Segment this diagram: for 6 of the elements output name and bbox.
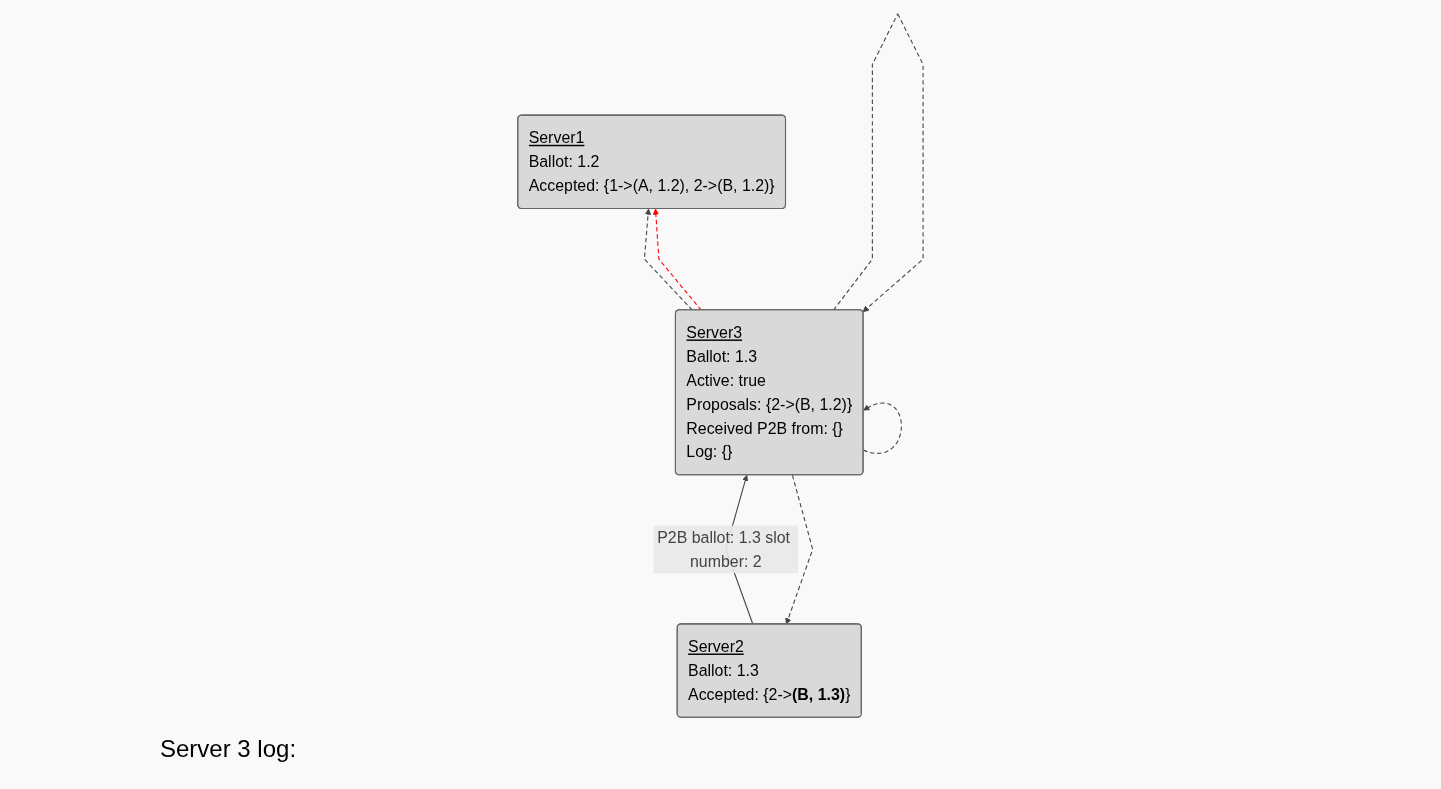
arrow: [833, 12, 924, 312]
arrow: [785, 474, 814, 624]
edge-label: P2B ballot: 1.3 slot number: 2: [657, 527, 791, 570]
arrow: [643, 208, 693, 311]
note-text: Server 3 log:: [160, 735, 297, 763]
arrow: [652, 208, 702, 311]
